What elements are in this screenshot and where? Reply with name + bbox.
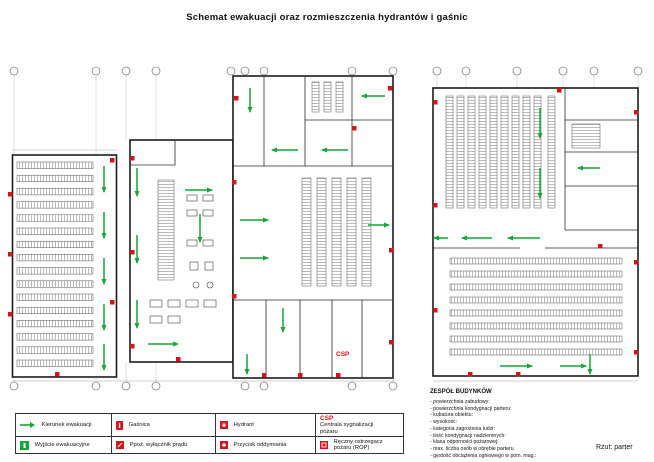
info-line: - ilość kondygnacji nadziemnych: (430, 432, 506, 439)
evacuation-exit-icon (20, 440, 29, 450)
left-warehouse-plan (8, 154, 118, 378)
middle-building-plan: CSP (129, 75, 394, 379)
fire-power-switch-icon (116, 441, 124, 450)
legend-label: Hydrant (233, 422, 254, 429)
right-warehouse-plan (432, 87, 639, 377)
legend-label: Gaśnica (128, 422, 150, 429)
info-line: - gęstość obciążenia ogniowego w pom. ma… (430, 452, 537, 459)
legend-label: Ręczny ostrzegacz pożaru (ROP) (333, 438, 383, 452)
csp-text-symbol: CSP (320, 415, 334, 422)
view-label: Rzut: parter (596, 444, 633, 451)
legend-item: Ręczny ostrzegacz pożaru (ROP) (315, 436, 404, 455)
csp-label: CSP (336, 351, 350, 358)
legend-item: Wyjście ewakuacyjne (15, 436, 112, 455)
page-title: Schemat ewakuacji oraz rozmieszczenia hy… (186, 12, 468, 23)
info-line: - kubatura obiektu: (430, 412, 473, 419)
info-line: - kategoria zagrożenia ludzi: (430, 425, 495, 432)
building-info-box: ZESPÓŁ BUDYNKÓW - powierzchnia zabudowy:… (430, 389, 600, 460)
legend-label: Wyjście ewakuacyjne (34, 442, 90, 449)
hydrant-icon (220, 421, 228, 430)
legend-item: CSP Centrala sygnalizacji pożaru (315, 412, 404, 438)
evacuation-direction-arrow-icon (20, 421, 36, 429)
info-line: - powierzchnia zabudowy: (430, 398, 490, 405)
info-title: ZESPÓŁ BUDYNKÓW (430, 389, 492, 395)
legend-item: Ppoż. wyłącznik prądu (111, 436, 216, 455)
fire-extinguisher-icon (116, 420, 123, 430)
guide-lines (12, 75, 639, 382)
smoke-vent-button-icon (220, 441, 228, 450)
info-line: - wysokość: (430, 419, 458, 426)
evacuation-arrows (134, 88, 390, 375)
legend-item: Przycisk oddymiania (215, 436, 316, 455)
legend-label: Centrala sygnalizacji pożaru (320, 422, 374, 435)
legend-table: Kierunek ewakuacji Gaśnica Hydrant CSP C… (15, 412, 404, 455)
info-line: - klasa odporności pożarowej: (430, 439, 499, 446)
shelving-columns (301, 81, 372, 287)
interior-walls (433, 88, 638, 249)
legend-item: Gaśnica (111, 412, 216, 438)
legend-label: Ppoż. wyłącznik prądu (129, 442, 188, 449)
legend-label: Kierunek ewakuacji (41, 422, 92, 429)
shelving-columns (445, 95, 601, 209)
info-line: - max. liczba osób w obrębie parteru (430, 446, 514, 453)
legend-label: Przycisk oddymiania (233, 442, 287, 449)
production-equipment (149, 179, 217, 324)
interior-walls (130, 76, 393, 378)
manual-fire-alarm-icon (320, 441, 328, 450)
legend-item: Hydrant (215, 412, 316, 438)
legend-item: Kierunek ewakuacji (15, 412, 112, 438)
info-line: - powierzchnia kondygnacji parteru: (430, 405, 512, 412)
evacuation-arrows (433, 108, 600, 375)
